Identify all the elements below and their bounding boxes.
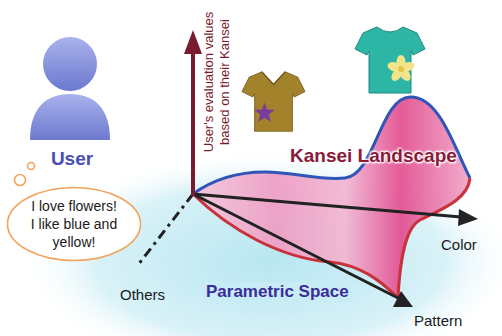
axis-label: User's evaluation values based on their …: [201, 1, 233, 163]
thought-text: I love flowers! I like blue and yellow!: [28, 197, 120, 251]
kansei-surface: [193, 97, 470, 298]
space-title: Parametric Space: [203, 282, 352, 302]
axis-name: Others: [120, 286, 165, 303]
kansei-top-curve: [193, 97, 470, 194]
landscape-title: Kansei Landscape: [290, 145, 457, 167]
bubble-shape: [8, 188, 141, 261]
axis-name: Pattern: [414, 312, 462, 329]
user-label: User: [51, 148, 93, 170]
kansei-front-curve: [193, 178, 470, 298]
axes: [138, 194, 478, 307]
thought-bubble: I love flowers! I like blue and yellow!: [6, 186, 142, 262]
tshirt-star: [242, 72, 305, 131]
tshirt-flower: [355, 27, 425, 93]
axis-name: Color: [441, 236, 477, 253]
user-icon: [30, 37, 110, 140]
evaluation-axis: [184, 30, 202, 196]
thought-dots: [15, 163, 35, 186]
